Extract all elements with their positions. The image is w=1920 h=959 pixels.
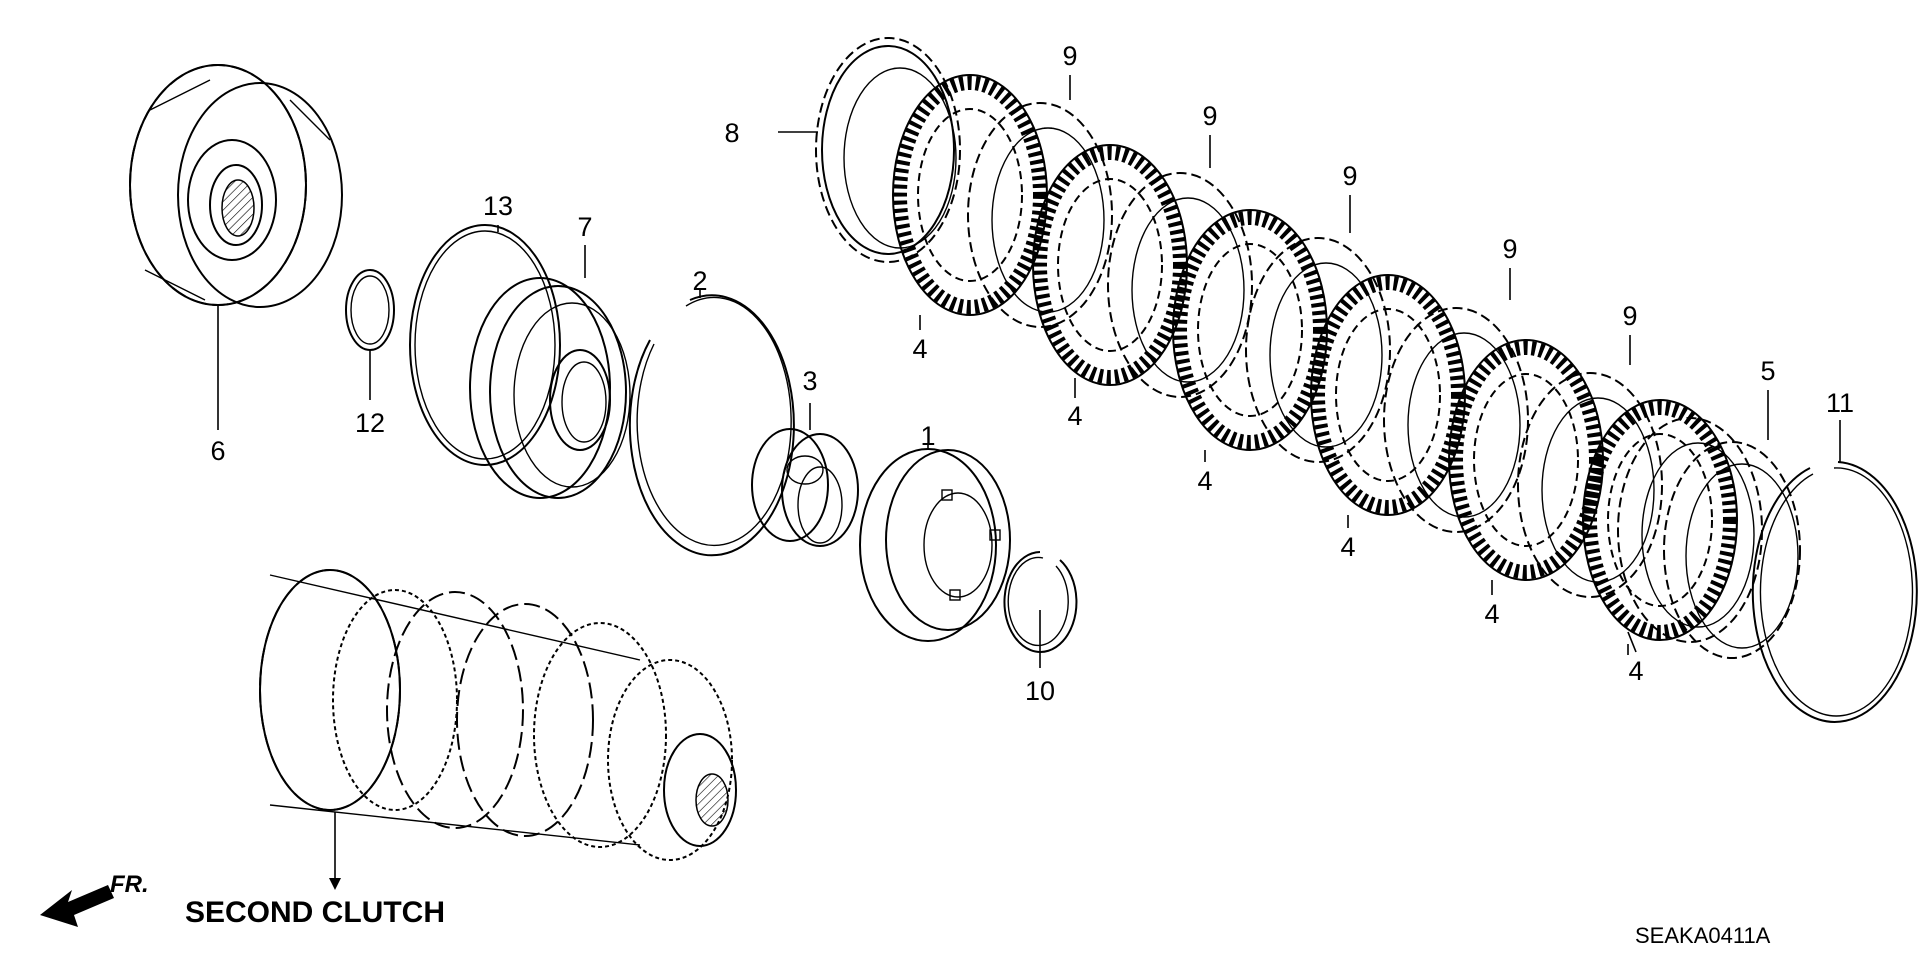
snap-ring-part-12 [345,269,395,351]
callout-1: 1 [920,421,935,451]
clutch-disc-part-4 [1032,144,1188,386]
end-plate-part-5 [1663,441,1801,659]
callout-8: 8 [724,118,739,148]
callout-9: 9 [1342,161,1357,191]
callout-5: 5 [1760,356,1775,386]
callout-4: 4 [1484,599,1499,629]
clutch-drum-part-6 [129,64,343,308]
clutch-disc-part-4 [1448,339,1604,581]
callout-7: 7 [577,212,592,242]
leader-lines [217,75,1841,890]
callout-4: 4 [1067,401,1082,431]
callout-10: 10 [1025,676,1055,706]
callout-3: 3 [802,366,817,396]
return-spring-part-3 [751,428,859,547]
front-arrow-icon [40,885,114,927]
front-direction-indicator: FR. [40,871,149,927]
o-ring-part-13 [409,224,561,466]
front-label: FR. [110,871,149,898]
callout-2: 2 [692,266,707,296]
clutch-plate-part-9 [1383,307,1529,533]
snap-ring-part-11 [1751,461,1918,723]
callout-9: 9 [1622,301,1637,331]
snap-ring-part-2 [628,294,795,557]
clutch-disc-part-4 [1310,274,1466,516]
clutch-pack-stack [892,74,1763,643]
callout-4: 4 [1197,466,1212,496]
callout-9: 9 [1062,41,1077,71]
clutch-plate-part-9 [1245,237,1391,463]
second-clutch-assembly [259,569,737,861]
callout-labels: 1 2 3 4 4 4 4 4 4 5 6 7 8 9 9 9 9 9 9 10… [210,41,1854,706]
callout-9: 9 [1202,101,1217,131]
callout-11: 11 [1826,388,1854,418]
clutch-disc-part-4 [892,74,1048,316]
clutch-plate-part-9 [1107,172,1253,398]
assembly-label: SECOND CLUTCH [185,896,445,929]
callout-6: 6 [210,436,225,466]
callout-9: 9 [1502,234,1517,264]
snap-ring-part-10 [1003,551,1078,653]
callout-4: 4 [1340,532,1355,562]
end-plate-part-8 [815,37,961,263]
spring-retainer-part-1 [859,448,1011,642]
callout-4: 4 [912,334,927,364]
clutch-disc-part-4 [1172,209,1328,451]
callout-13: 13 [483,191,513,221]
callout-12: 12 [355,408,385,438]
clutch-plate-part-9 [1617,417,1763,643]
clutch-piston-part-7 [469,277,631,499]
clutch-disc-part-4 [1582,399,1738,641]
callout-4: 4 [1628,656,1643,686]
diagram-code: SEAKA0411A [1635,923,1771,948]
